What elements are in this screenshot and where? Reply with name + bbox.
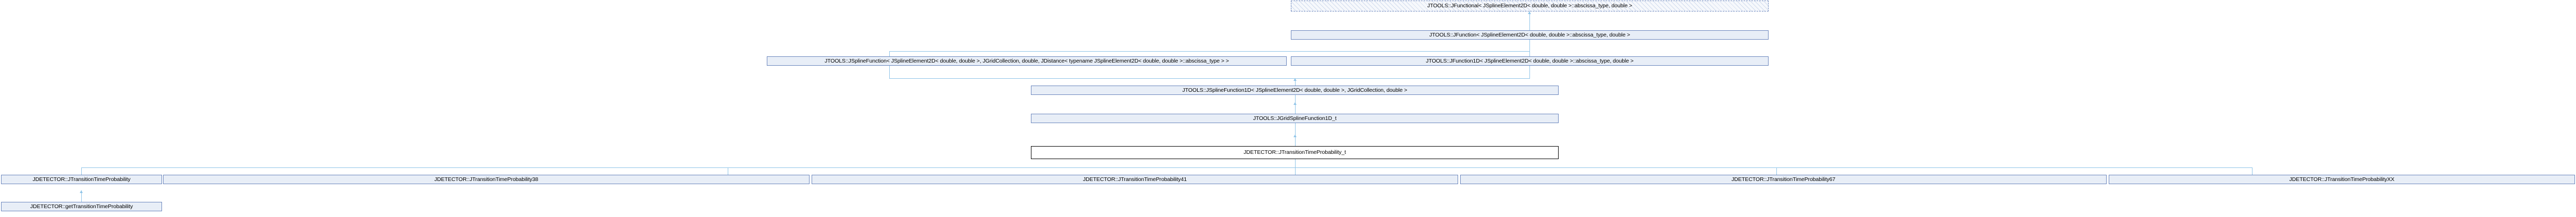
edge-arrow-n0-n1 bbox=[1528, 11, 1531, 14]
class-node-jfunction-abscissa[interactable]: JTOOLS::JFunction< JSplineElement2D< dou… bbox=[1291, 30, 1769, 40]
edge-merge-n4 bbox=[889, 78, 1530, 79]
class-node-jtransitiontimeprobability38[interactable]: JDETECTOR::JTransitionTimeProbability38 bbox=[163, 175, 810, 184]
class-node-label: JDETECTOR::JTransitionTimeProbability bbox=[32, 176, 131, 183]
class-node-jgridsplinefunction1d-t[interactable]: JTOOLS::JGridSplineFunction1D_t bbox=[1031, 114, 1559, 123]
class-node-jtransitiontimeprobability[interactable]: JDETECTOR::JTransitionTimeProbability bbox=[1, 175, 162, 184]
class-node-label: JTOOLS::JFunctional< JSplineElement2D< d… bbox=[1427, 3, 1633, 9]
edge-n6-n11 bbox=[2252, 167, 2253, 175]
edge-n6-n7 bbox=[81, 167, 82, 175]
class-node-label: JTOOLS::JGridSplineFunction1D_t bbox=[1253, 115, 1337, 122]
edge-n7-n12 bbox=[81, 190, 82, 202]
edge-n1-split bbox=[889, 51, 1530, 52]
class-node-label: JDETECTOR::JTransitionTimeProbabilityXX bbox=[2289, 176, 2395, 183]
edge-n1-n2 bbox=[889, 51, 890, 56]
edge-arrow-n4-n5 bbox=[1293, 102, 1297, 105]
class-node-jtransitiontimeprobabilityxx[interactable]: JDETECTOR::JTransitionTimeProbabilityXX bbox=[2109, 175, 2575, 184]
class-node-jtransitiontimeprobability41[interactable]: JDETECTOR::JTransitionTimeProbability41 bbox=[812, 175, 1458, 184]
class-node-jsplinefunction[interactable]: JTOOLS::JSplineFunction< JSplineElement2… bbox=[767, 56, 1287, 66]
edge-n6-down bbox=[1295, 159, 1296, 167]
edge-n4-in bbox=[1295, 78, 1296, 86]
edge-n1-n3 bbox=[1529, 51, 1530, 56]
class-node-label: JTOOLS::JSplineFunction1D< JSplineElemen… bbox=[1182, 87, 1408, 93]
edge-n6-fan bbox=[81, 167, 2252, 168]
class-node-label: JDETECTOR::getTransitionTimeProbability bbox=[30, 203, 133, 210]
class-node-jfunction1d-abscissa[interactable]: JTOOLS::JFunction1D< JSplineElement2D< d… bbox=[1291, 56, 1769, 66]
edge-arrow-n5-n6 bbox=[1293, 135, 1297, 137]
class-node-label: JDETECTOR::JTransitionTimeProbability41 bbox=[1082, 176, 1187, 183]
class-node-gettransitiontimeprobability[interactable]: JDETECTOR::getTransitionTimeProbability bbox=[1, 202, 162, 211]
class-node-label: JDETECTOR::JTransitionTimeProbability67 bbox=[1731, 176, 1836, 183]
edge-n6-n9 bbox=[1295, 167, 1296, 175]
class-node-label: JTOOLS::JFunction1D< JSplineElement2D< d… bbox=[1426, 58, 1634, 64]
edge-arrow-n7-n12 bbox=[80, 190, 83, 193]
edge-n6-n10 bbox=[1776, 167, 1777, 175]
class-node-label: JTOOLS::JFunction< JSplineElement2D< dou… bbox=[1429, 32, 1631, 38]
edge-n2-down bbox=[889, 66, 890, 78]
class-node-label: JDETECTOR::JTransitionTimeProbability38 bbox=[434, 176, 539, 183]
class-node-jtransitiontimeprobability-t[interactable]: JDETECTOR::JTransitionTimeProbability_t bbox=[1031, 146, 1559, 159]
class-node-label: JTOOLS::JSplineFunction< JSplineElement2… bbox=[825, 58, 1229, 64]
class-node-label: JDETECTOR::JTransitionTimeProbability_t bbox=[1243, 150, 1346, 155]
class-node-jfunctional-abscissa[interactable]: JTOOLS::JFunctional< JSplineElement2D< d… bbox=[1291, 1, 1769, 11]
edge-n3-down bbox=[1529, 66, 1530, 78]
edge-n1-down bbox=[1529, 40, 1530, 51]
class-node-jtransitiontimeprobability67[interactable]: JDETECTOR::JTransitionTimeProbability67 bbox=[1460, 175, 2107, 184]
class-node-jsplinefunction1d[interactable]: JTOOLS::JSplineFunction1D< JSplineElemen… bbox=[1031, 86, 1559, 95]
edge-n0-n1 bbox=[1529, 11, 1530, 30]
edge-arrow-n4 bbox=[1293, 78, 1297, 81]
